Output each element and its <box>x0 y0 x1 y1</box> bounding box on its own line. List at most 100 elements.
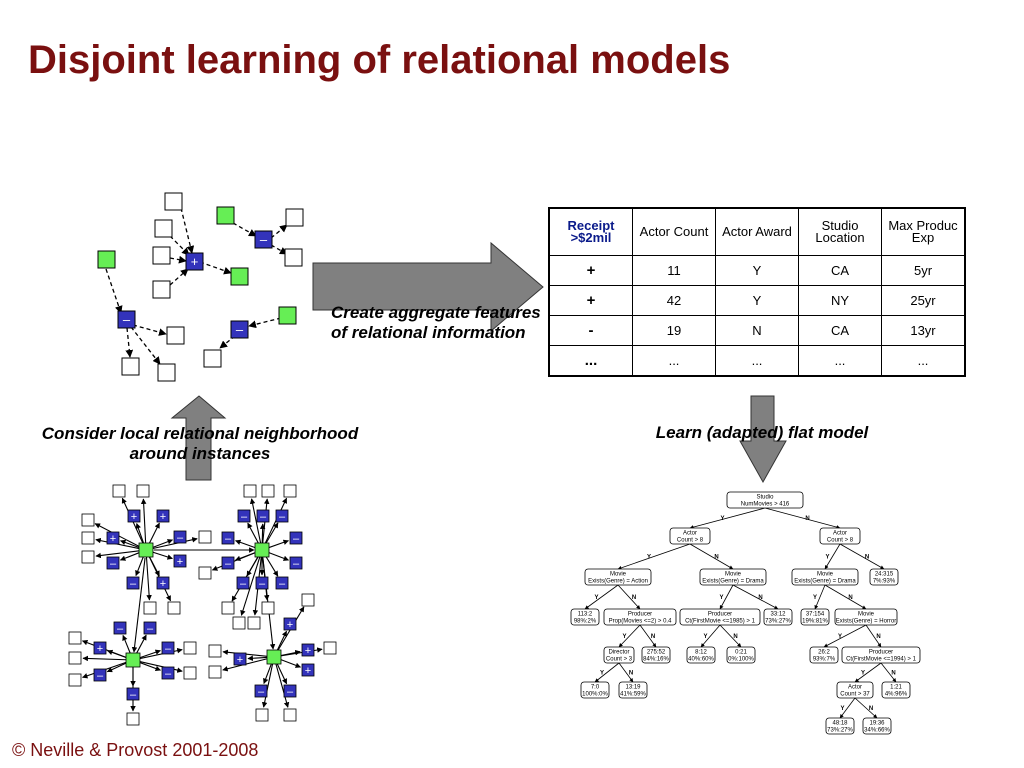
tree-edge-label: Y <box>825 555 829 561</box>
cluster-edge <box>139 649 161 659</box>
copyright-footer: © Neville & Provost 2001-2008 <box>12 740 259 760</box>
cluster-node <box>112 484 126 498</box>
table-header-cell: Max Produc Exp <box>881 207 966 256</box>
tree-node-text: 113:2 <box>578 612 593 618</box>
tree-edge <box>700 624 721 648</box>
cluster-node <box>261 484 275 498</box>
cluster-edge <box>107 649 127 659</box>
cluster-node-symbol: + <box>131 511 137 523</box>
tree-edge <box>839 543 885 570</box>
graph-node <box>285 208 304 227</box>
cluster-node <box>221 601 235 615</box>
cluster-edge <box>139 661 162 672</box>
cluster-edge <box>95 550 140 559</box>
node-symbol: – <box>236 322 244 337</box>
cluster-node <box>183 641 197 655</box>
cluster-edge <box>265 522 279 545</box>
tree-node-text: 24:315 <box>875 572 894 578</box>
graph-node <box>154 219 173 238</box>
cluster-edge <box>120 539 140 549</box>
aggregate-feature-table: Receipt >$2mil Actor Count Actor Award S… <box>548 207 966 377</box>
tree-edge <box>618 662 634 683</box>
cluster-node <box>208 644 222 658</box>
cluster-node-plus <box>283 617 297 631</box>
cluster-link <box>131 557 146 653</box>
tree-edge-label: N <box>758 595 762 601</box>
tree-edge <box>584 584 619 610</box>
cluster-node-symbol: + <box>305 665 311 677</box>
cluster-node-symbol: – <box>130 689 137 701</box>
table-header-cell: Actor Count <box>632 207 716 256</box>
cluster-edge <box>152 537 198 550</box>
cluster-node-minus <box>289 531 303 545</box>
cluster-node-minus <box>221 556 235 570</box>
tree-edge-label: N <box>865 555 869 561</box>
cluster-edge <box>148 522 160 544</box>
cluster-node-symbol: + <box>97 643 103 655</box>
table-cell: ... <box>548 345 633 377</box>
tree-node-text: Movie <box>610 572 627 578</box>
cluster-node-minus <box>237 509 251 523</box>
cluster-node-plus <box>106 531 120 545</box>
cluster-node <box>208 665 222 679</box>
cluster-node <box>255 708 269 722</box>
cluster-node-symbol: + <box>160 578 166 590</box>
cluster-node <box>68 673 82 687</box>
tree-node <box>603 646 635 664</box>
cluster-node-minus <box>113 621 127 635</box>
table-header-cell: Actor Award <box>715 207 799 256</box>
tree-node-text: 8:12 <box>695 650 707 656</box>
cluster-edge <box>275 663 290 708</box>
cluster-edge <box>247 655 268 661</box>
table-cell: + <box>548 285 633 316</box>
cluster-node-symbol: – <box>130 578 137 590</box>
tree-node <box>834 608 898 626</box>
cluster-node <box>143 601 157 615</box>
graph-node-minus <box>230 320 249 339</box>
cluster-node <box>183 666 197 680</box>
tree-node-text: 33:12 <box>770 612 786 618</box>
table-cell: CA <box>798 255 882 286</box>
tree-node-text: NumMovies > 416 <box>741 502 790 508</box>
cluster-edge <box>235 539 256 549</box>
cluster-node-plus <box>173 554 187 568</box>
graph-node <box>216 206 235 225</box>
table-cell: ... <box>632 345 716 377</box>
graph-node <box>164 192 183 211</box>
cluster-node-minus <box>93 668 107 682</box>
tree-node-text: Movie <box>817 572 834 578</box>
tree-node <box>618 681 648 699</box>
tree-edge-label: Y <box>720 516 724 522</box>
tree-node-text: Count > 8 <box>827 538 854 544</box>
tree-edge <box>617 584 641 610</box>
cluster-node-symbol: + <box>287 619 293 631</box>
cluster-node-minus <box>289 556 303 570</box>
tree-node-text: Count > 37 <box>840 692 870 698</box>
tree-edge-label: Y <box>861 671 865 677</box>
tree-node <box>841 646 921 664</box>
cluster-node-symbol: + <box>177 556 183 568</box>
tree-node <box>669 527 711 545</box>
cluster-edge <box>280 647 323 657</box>
cluster-node <box>126 712 140 726</box>
tree-node-text: Prop(Movies <=2) > 0.4 <box>609 619 673 625</box>
tree-node-text: Count > 3 <box>606 657 633 663</box>
table-cell: 25yr <box>881 285 966 316</box>
tree-edge-label: N <box>629 671 633 677</box>
tree-node-text: 7:0 <box>591 685 600 691</box>
tree-node-text: Exists(Genre) = Action <box>588 579 648 585</box>
tree-edge-label: Y <box>838 634 842 640</box>
tree-edge-label: N <box>714 555 718 561</box>
table-cell: + <box>548 255 633 286</box>
cluster-node <box>323 641 337 655</box>
tree-edge <box>617 543 691 570</box>
node-symbol: – <box>260 232 268 247</box>
cluster-edge <box>268 539 289 549</box>
tree-edge <box>880 662 897 683</box>
cluster-node-minus <box>283 684 297 698</box>
cluster-edge <box>240 556 261 616</box>
tree-edge-label: N <box>733 634 737 640</box>
cluster-node-minus <box>236 576 250 590</box>
cluster-node-symbol: – <box>279 511 286 523</box>
